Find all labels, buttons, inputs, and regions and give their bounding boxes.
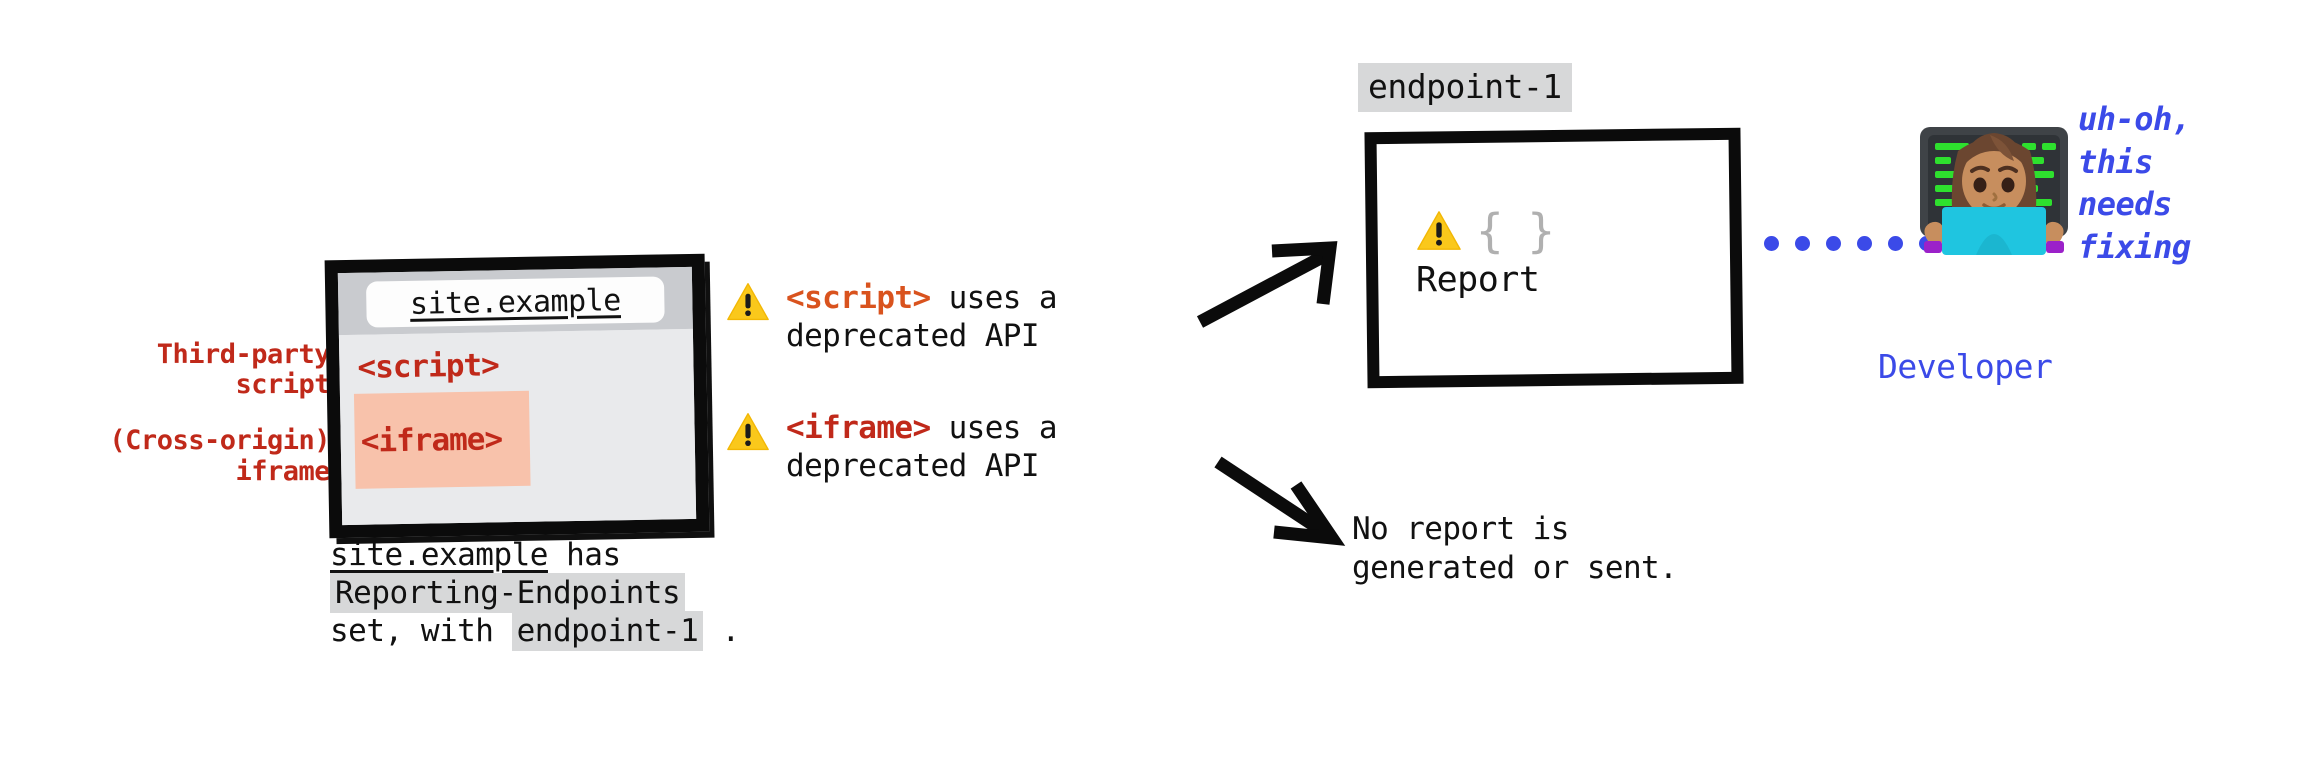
quote-line: this: [2078, 142, 2154, 181]
connector-dot: [1888, 236, 1903, 251]
no-report-text: No report is generated or sent.: [1352, 510, 1678, 588]
script-warning-line-1: <script> uses a: [786, 280, 1058, 318]
woman-technologist-emoji: [1920, 127, 2068, 255]
caption-reporting-endpoints-code: Reporting-Endpoints: [330, 572, 686, 613]
connector-dot: [1826, 236, 1841, 251]
arrow-to-report-icon: [1196, 241, 1338, 328]
quote-line: fixing: [2078, 227, 2191, 266]
iframe-tag-token: <iframe>: [786, 410, 931, 446]
browser-chrome-bar: site.example: [337, 266, 693, 336]
annotation-line: Third-party: [156, 339, 331, 370]
caption-period: .: [703, 612, 740, 649]
report-box: { } Report: [1364, 127, 1744, 389]
browser-window: site.example <script> <iframe>: [324, 253, 710, 539]
iframe-warning-text: <iframe> uses a deprecated API: [786, 406, 1058, 486]
iframe-warning-line-1: <iframe> uses a: [786, 410, 1058, 448]
caption-line-1: site.example has: [330, 537, 970, 575]
no-report-line-2: generated or sent.: [1352, 549, 1678, 586]
connector-dot: [1857, 236, 1872, 251]
warning-triangle-icon: [727, 412, 769, 451]
connector-dot: [1795, 236, 1810, 251]
page-iframe-highlight: <iframe>: [353, 390, 531, 489]
report-label: Report: [1416, 260, 1540, 300]
annotation-line: iframe: [235, 455, 330, 487]
iframe-warning-line-2: deprecated API: [786, 447, 1039, 484]
annotation-cross-origin-iframe: (Cross-origin) iframe: [40, 425, 330, 487]
caption-set-with-text: set, with: [330, 612, 512, 649]
arrow-to-no-report-icon: [1214, 456, 1346, 546]
script-tag-token: <script>: [786, 280, 931, 316]
developer-quote: uh-oh, this needs fixing: [2078, 98, 2191, 268]
report-icon-row: { }: [1416, 204, 1555, 258]
endpoint-label: endpoint-1: [1358, 63, 1572, 112]
browser-page-content: <script> <iframe>: [338, 328, 697, 526]
json-braces-icon: { }: [1476, 204, 1555, 258]
connector-dot: [1764, 236, 1779, 251]
iframe-uses-text: uses a: [930, 410, 1058, 446]
browser-caption: site.example has Reporting-Endpoints set…: [330, 537, 970, 651]
iframe-warning-row: <iframe> uses a deprecated API: [726, 406, 1058, 486]
left-annotations: Third-party script (Cross-origin) iframe: [40, 339, 331, 487]
caption-site-link: site.example: [330, 537, 548, 573]
warning-triangle-icon: [727, 282, 769, 321]
script-warning-text: <script> uses a deprecated API: [786, 276, 1058, 356]
script-uses-text: uses a: [930, 280, 1058, 316]
page-iframe-tag: <iframe>: [360, 421, 503, 460]
developer-label: Developer: [1878, 347, 2053, 386]
caption-has-text: has: [547, 537, 621, 573]
script-warning-line-2: deprecated API: [786, 317, 1039, 354]
no-report-line-1: No report is: [1352, 511, 1569, 547]
quote-line: uh-oh,: [2078, 100, 2191, 138]
annotation-line: (Cross-origin): [109, 425, 330, 457]
caption-line-2: Reporting-Endpoints: [330, 572, 970, 613]
warning-triangle-icon: [1417, 211, 1461, 250]
caption-line-3: set, with endpoint-1 .: [330, 610, 970, 651]
report-content: { } Report: [1416, 204, 1555, 300]
address-bar[interactable]: site.example: [365, 276, 665, 328]
script-warning-row: <script> uses a deprecated API: [726, 276, 1058, 356]
annotation-third-party-script: Third-party script: [40, 339, 331, 401]
quote-line: needs: [2078, 185, 2172, 224]
page-script-tag: <script>: [357, 347, 500, 386]
caption-endpoint-code: endpoint-1: [511, 610, 704, 651]
address-bar-value: site.example: [409, 282, 622, 322]
annotation-line: script: [235, 369, 330, 401]
